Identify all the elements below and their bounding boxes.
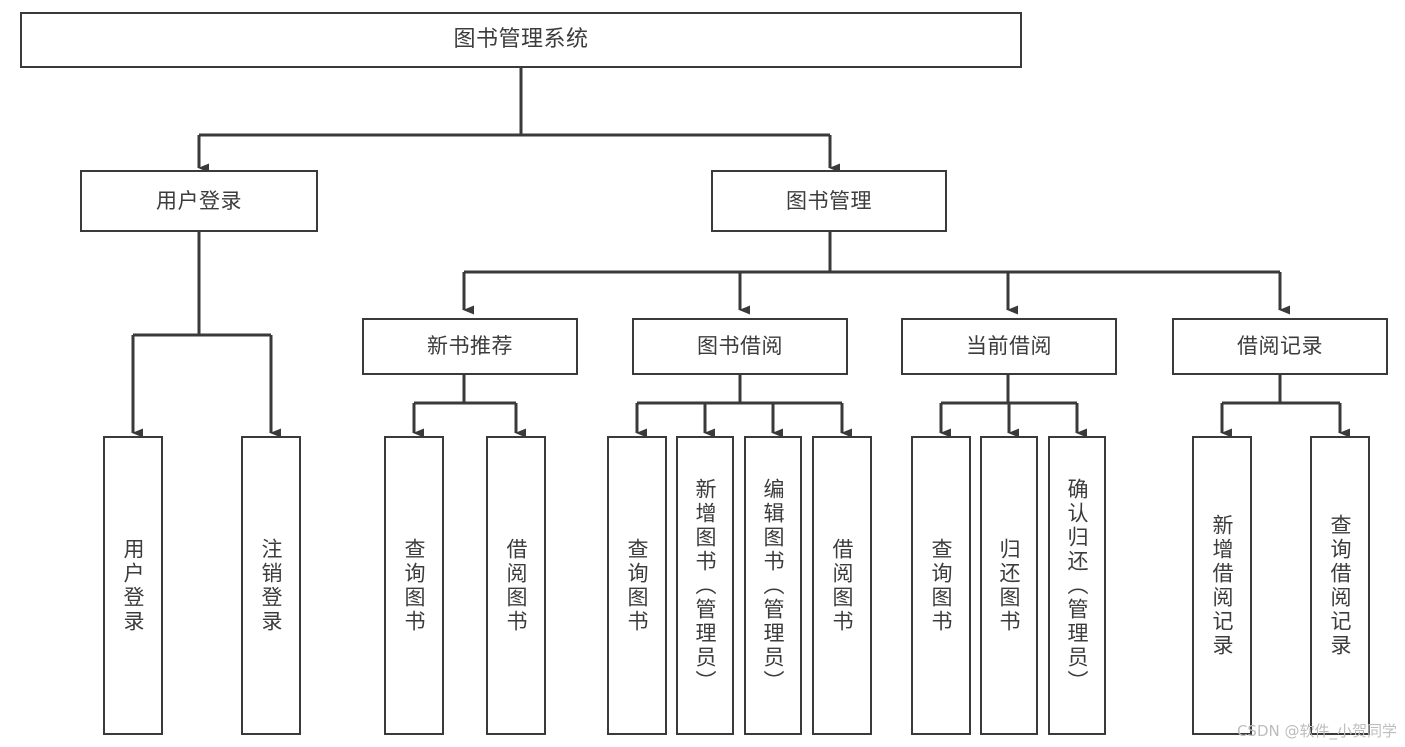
leaf-new-book-query[interactable]: 查询图书 — [384, 436, 444, 735]
node-book-borrow[interactable]: 图书借阅 — [632, 318, 848, 375]
node-label: 查询图书 — [929, 537, 954, 634]
node-user-login[interactable]: 用户登录 — [80, 170, 318, 232]
leaf-user-login-signout[interactable]: 注销登录 — [241, 436, 301, 735]
leaf-current-return-book[interactable]: 归还图书 — [980, 436, 1038, 735]
node-borrow-records[interactable]: 借阅记录 — [1172, 318, 1388, 375]
leaf-current-query-book[interactable]: 查询图书 — [911, 436, 971, 735]
leaf-borrow-edit-book-admin[interactable]: 编辑图书（管理员） — [744, 436, 802, 735]
node-label: 借阅记录 — [1237, 334, 1323, 359]
node-new-book-recommend[interactable]: 新书推荐 — [362, 318, 578, 375]
node-label: 查询图书 — [402, 537, 427, 634]
watermark-text: CSDN @软件_小贺同学 — [1236, 722, 1397, 740]
leaf-records-query-record[interactable]: 查询借阅记录 — [1310, 436, 1370, 735]
node-current-borrow[interactable]: 当前借阅 — [901, 318, 1117, 375]
node-label: 当前借阅 — [966, 334, 1052, 359]
leaf-borrow-borrow-book[interactable]: 借阅图书 — [812, 436, 872, 735]
node-label: 确认归还（管理员） — [1065, 477, 1090, 694]
leaf-user-login-signin[interactable]: 用户登录 — [103, 436, 163, 735]
node-label: 新增借阅记录 — [1210, 513, 1235, 658]
node-label: 图书管理系统 — [453, 27, 589, 53]
node-label: 查询图书 — [625, 537, 650, 634]
leaf-records-add-record[interactable]: 新增借阅记录 — [1192, 436, 1252, 735]
leaf-borrow-query-book[interactable]: 查询图书 — [607, 436, 667, 735]
node-label: 借阅图书 — [830, 537, 855, 634]
node-label: 图书管理 — [786, 188, 872, 213]
node-label: 借阅图书 — [504, 537, 529, 634]
node-label: 查询借阅记录 — [1328, 513, 1353, 658]
node-label: 图书借阅 — [697, 334, 783, 359]
leaf-current-confirm-return-admin[interactable]: 确认归还（管理员） — [1048, 436, 1106, 735]
leaf-borrow-add-book-admin[interactable]: 新增图书（管理员） — [676, 436, 734, 735]
node-label: 用户登录 — [121, 537, 146, 634]
node-root-system[interactable]: 图书管理系统 — [20, 12, 1022, 68]
node-label: 用户登录 — [156, 188, 242, 213]
node-label: 注销登录 — [259, 537, 284, 634]
node-label: 归还图书 — [997, 537, 1022, 634]
node-label: 新增图书（管理员） — [693, 477, 718, 694]
node-label: 新书推荐 — [427, 334, 513, 359]
node-book-management[interactable]: 图书管理 — [711, 170, 947, 232]
leaf-new-book-borrow[interactable]: 借阅图书 — [486, 436, 546, 735]
node-label: 编辑图书（管理员） — [761, 477, 786, 694]
